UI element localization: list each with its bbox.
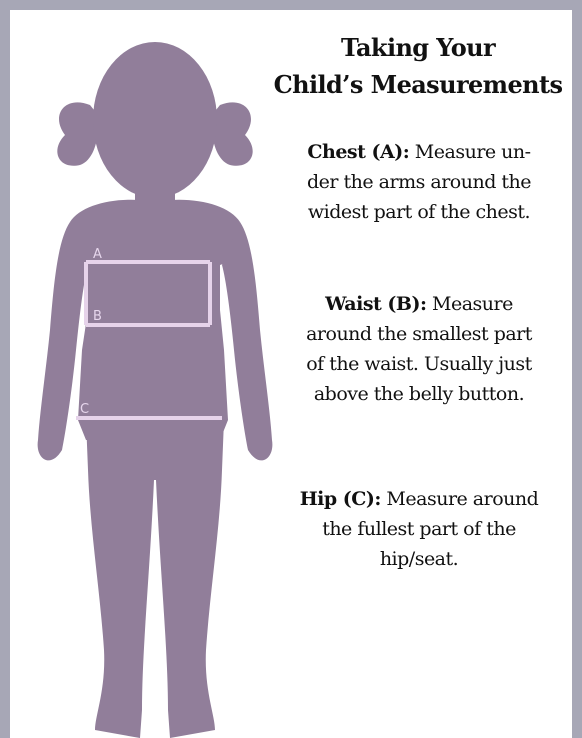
hip-text-1: Measure around bbox=[381, 488, 538, 510]
hip-instruction: Hip (C): Measure around the fullest part… bbox=[268, 484, 570, 574]
chest-text-1: Measure un- bbox=[409, 141, 530, 163]
waist-text-4: above the belly button. bbox=[314, 383, 524, 405]
chest-instruction: Chest (A): Measure un- der the arms arou… bbox=[268, 137, 570, 227]
child-silhouette bbox=[38, 42, 273, 738]
chest-text-2: der the arms around the bbox=[307, 171, 531, 193]
page-title: Taking Your Child’s Measurements bbox=[268, 29, 568, 103]
hip-label: Hip (C): bbox=[300, 488, 381, 510]
chest-text-3: widest part of the chest. bbox=[308, 201, 530, 223]
waist-instruction: Waist (B): Measure around the smallest p… bbox=[268, 289, 570, 409]
waist-label: Waist (B): bbox=[325, 293, 426, 315]
chest-label: Chest (A): bbox=[307, 141, 409, 163]
waist-text-2: around the smallest part bbox=[306, 323, 532, 345]
title-line-2: Child’s Measurements bbox=[268, 66, 568, 103]
marker-b: B bbox=[93, 309, 102, 324]
marker-c: C bbox=[80, 402, 89, 417]
marker-a: A bbox=[93, 247, 102, 262]
waist-text-1: Measure bbox=[426, 293, 512, 315]
waist-text-3: of the waist. Usually just bbox=[306, 353, 532, 375]
child-silhouette-figure: A B C bbox=[10, 10, 300, 738]
title-line-1: Taking Your bbox=[268, 29, 568, 66]
hip-text-3: hip/seat. bbox=[380, 548, 458, 570]
hip-text-2: the fullest part of the bbox=[322, 518, 516, 540]
